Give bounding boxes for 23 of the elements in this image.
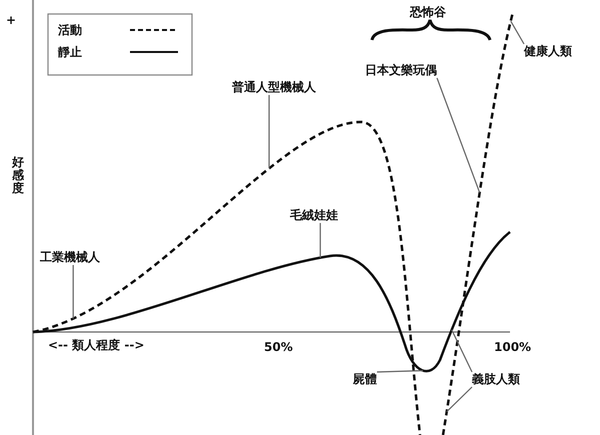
- callout-label: 日本文樂玩偶: [365, 63, 437, 78]
- axis-title: 好感度: [12, 156, 24, 196]
- callout-label: 健康人類: [524, 44, 572, 59]
- leader-line: [451, 329, 473, 372]
- plus-sign: +: [6, 13, 16, 28]
- leader-line: [268, 95, 270, 168]
- leader-line: [510, 20, 525, 44]
- legend-label: 活動: [58, 23, 82, 38]
- leader-line: [446, 386, 472, 412]
- legend-label: 靜止: [58, 45, 82, 60]
- callout-label: 屍體: [353, 372, 377, 387]
- axis-title: <-- 類人程度 -->: [48, 338, 144, 353]
- valley-title: 恐怖谷: [410, 5, 446, 20]
- tick-label: 50%: [264, 340, 293, 355]
- tick-label: 100%: [494, 340, 532, 355]
- leader-line: [320, 223, 321, 258]
- callout-label: 普通人型機械人: [232, 80, 316, 95]
- callout-label: 工業機械人: [40, 250, 100, 265]
- leader-line: [376, 370, 423, 373]
- callout-label: 義肢人類: [472, 372, 520, 387]
- callout-label: 毛絨娃娃: [290, 208, 338, 223]
- leader-line: [72, 265, 74, 319]
- leader-line: [436, 78, 480, 193]
